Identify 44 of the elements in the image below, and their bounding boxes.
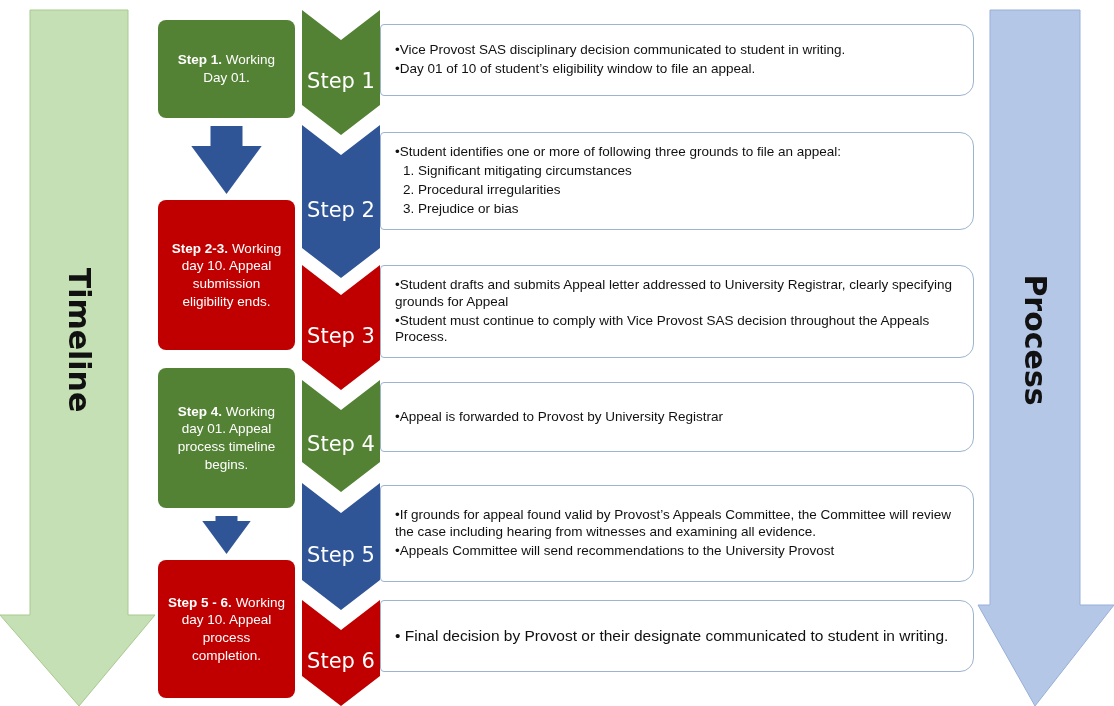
step-timing-text: Step 2-3. Working day 10. Appeal submission eligibility ends. bbox=[170, 239, 283, 311]
bullet-text: •Student identifies one or more of following three grounds to file an appeal: bbox=[395, 144, 842, 162]
list-item: 3. Prejudice or bias bbox=[402, 200, 520, 218]
description-box bbox=[380, 132, 974, 230]
step-timing-text: Step 1. Working Day 01. bbox=[176, 51, 277, 87]
axis-title: Timeline bbox=[61, 267, 97, 413]
step-banner bbox=[302, 483, 380, 610]
bullet-text: •If grounds for appeal found valid by Provost’s Appeals Committee, the Committee will review the case including hearing from witnesses and examining all evidence. bbox=[395, 507, 952, 541]
step-timing-text: Step 5 - 6. Working day 10. Appeal process completion. bbox=[168, 593, 285, 665]
timeline-step-box bbox=[158, 368, 295, 508]
bullet-text: •Student drafts and submits Appeal letter addressed to University Registrar, clearly specifying grounds for Appeal bbox=[395, 276, 953, 311]
list-item: 1. Significant mitigating circumstances bbox=[402, 163, 633, 180]
step-timing-text: Step 4. Working day 01. Appeal process timeline begins. bbox=[176, 402, 277, 474]
block-arrow bbox=[202, 516, 251, 554]
step-label: Step 3 bbox=[306, 323, 376, 348]
step-banner bbox=[302, 600, 380, 706]
step-label: Step 1 bbox=[306, 68, 376, 93]
block-arrow bbox=[191, 126, 262, 194]
step-label: Step 4 bbox=[306, 432, 376, 456]
step-label: Step 6 bbox=[306, 649, 376, 673]
timeline-step-box bbox=[158, 560, 295, 698]
description-box bbox=[380, 485, 974, 582]
bullet-text: •Vice Provost SAS disciplinary decision communicated to student in writing. bbox=[395, 42, 847, 59]
bullet-text: •Appeals Committee will send recommendations to the University Provost bbox=[395, 542, 836, 560]
step-banner bbox=[302, 265, 380, 390]
process-arrow bbox=[978, 10, 1114, 706]
description-box bbox=[380, 24, 974, 96]
step-label: Step 2 bbox=[306, 197, 376, 222]
timeline-step-box bbox=[158, 200, 295, 350]
description-box bbox=[380, 265, 974, 358]
step-banner bbox=[302, 10, 380, 135]
step-banner bbox=[302, 125, 380, 278]
timeline-step-box bbox=[158, 20, 295, 118]
description-box bbox=[380, 382, 974, 452]
bullet-text: •Student must continue to comply with Vice Provost SAS decision throughout the Appeals Process. bbox=[395, 312, 931, 347]
step-label: Step 5 bbox=[306, 542, 376, 567]
timeline-arrow bbox=[0, 10, 155, 706]
bullet-text: •Appeal is forwarded to Provost by University Registrar bbox=[395, 408, 725, 426]
bullet-text: •Day 01 of 10 of student’s eligibility window to file an appeal. bbox=[395, 61, 757, 78]
list-item: 2. Procedural irregularities bbox=[402, 182, 562, 199]
step-banner bbox=[302, 380, 380, 492]
description-box bbox=[380, 600, 974, 672]
axis-title: Process bbox=[1017, 274, 1053, 406]
bullet-text: • Final decision by Provost or their designate communicated to student in writing. bbox=[395, 626, 950, 646]
